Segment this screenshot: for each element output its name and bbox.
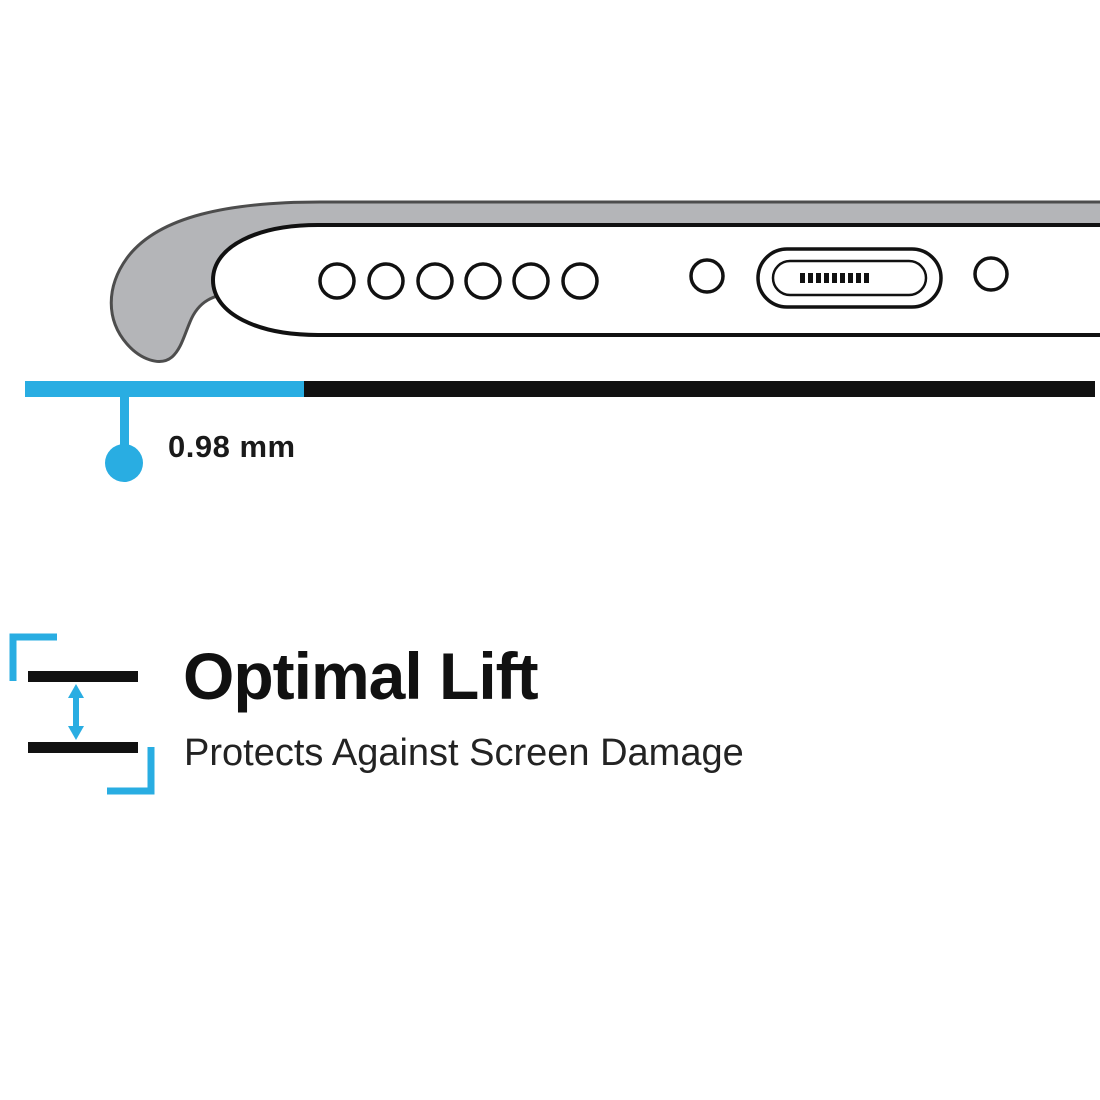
feature-title: Optimal Lift [183,639,539,713]
speaker-hole [367,262,405,300]
measurement-label: 0.98 mm [168,429,296,464]
bottom-plate-line [28,742,138,753]
screw-hole-left [689,258,725,294]
bracket-top-left-icon [9,633,57,681]
charging-port [756,247,943,309]
speaker-holes [318,262,599,300]
lift-icon [9,633,155,795]
arrow-down-icon [68,726,84,740]
thickness-indicator [25,381,1095,482]
bracket-bottom-right-icon [107,747,155,795]
speaker-hole [464,262,502,300]
measurement-dot [105,444,143,482]
phone-bottom-illustration [109,200,1100,363]
speaker-hole [512,262,550,300]
measurement-connector-line [120,397,129,447]
lift-gap-bar [25,381,304,397]
screw-hole-right [973,256,1009,292]
charging-port-pins [800,273,869,283]
phone-edge-bar [304,381,1095,397]
arrow-up-icon [68,684,84,698]
top-plate-line [28,671,138,682]
speaker-hole [416,262,454,300]
speaker-hole [318,262,356,300]
feature-subtitle: Protects Against Screen Damage [184,732,744,774]
speaker-hole [561,262,599,300]
